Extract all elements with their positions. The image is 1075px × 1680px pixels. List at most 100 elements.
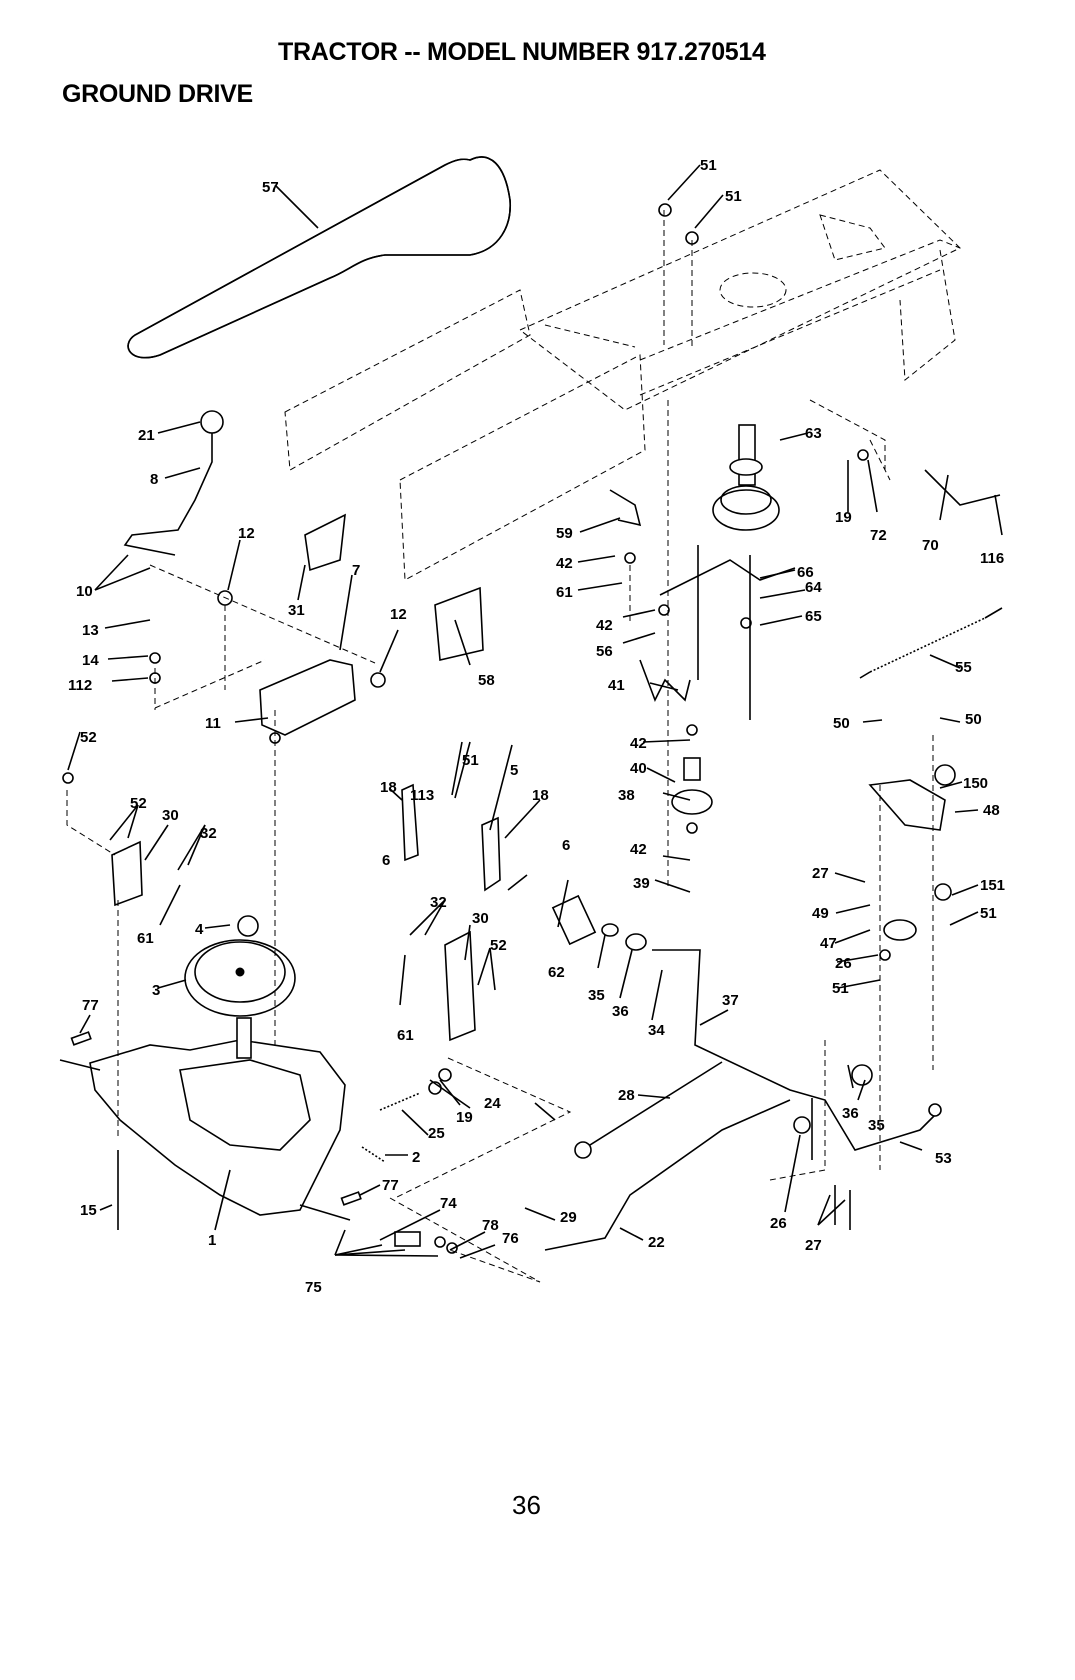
callouts: 51 51 57 21 8 12 10 31 7 12 58 13 14 112… bbox=[68, 157, 1005, 1296]
brake-rods bbox=[544, 949, 942, 1251]
callout-113: 113 bbox=[410, 787, 434, 804]
callout-58: 58 bbox=[478, 672, 495, 689]
callout-37: 37 bbox=[722, 992, 739, 1009]
callout-51: 51 bbox=[980, 905, 997, 922]
callout-52: 52 bbox=[490, 937, 507, 954]
hardware bbox=[62, 203, 1001, 1254]
callout-24: 24 bbox=[484, 1095, 501, 1112]
transaxle bbox=[59, 1017, 351, 1221]
callout-6: 6 bbox=[382, 852, 390, 869]
callout-15: 15 bbox=[80, 1202, 97, 1219]
callout-30: 30 bbox=[472, 910, 489, 927]
idler-arm bbox=[868, 779, 946, 831]
shift-lever bbox=[123, 410, 224, 556]
callout-61: 61 bbox=[556, 584, 573, 601]
callout-28: 28 bbox=[618, 1087, 635, 1104]
callout-61: 61 bbox=[137, 930, 154, 947]
leader-lines bbox=[67, 164, 1003, 1259]
callout-72: 72 bbox=[870, 527, 887, 544]
callout-42: 42 bbox=[556, 555, 573, 572]
callout-51: 51 bbox=[700, 157, 717, 174]
callout-77: 77 bbox=[82, 997, 99, 1014]
section-title: GROUND DRIVE bbox=[62, 80, 253, 108]
callout-66: 66 bbox=[797, 564, 814, 581]
callout-25: 25 bbox=[428, 1125, 445, 1142]
callout-26: 26 bbox=[835, 955, 852, 972]
callout-40: 40 bbox=[630, 760, 647, 777]
callout-47: 47 bbox=[820, 935, 837, 952]
callout-42: 42 bbox=[630, 841, 647, 858]
callout-63: 63 bbox=[805, 425, 822, 442]
callout-5: 5 bbox=[510, 762, 518, 779]
callout-12: 12 bbox=[390, 606, 407, 623]
callout-53: 53 bbox=[935, 1150, 952, 1167]
callout-77: 77 bbox=[382, 1177, 399, 1194]
callout-116: 116 bbox=[980, 550, 1004, 567]
pulleys bbox=[184, 424, 917, 1017]
callout-55: 55 bbox=[955, 659, 972, 676]
callout-50: 50 bbox=[965, 711, 982, 728]
callout-1: 1 bbox=[208, 1232, 216, 1249]
callout-2: 2 bbox=[412, 1149, 420, 1166]
callout-29: 29 bbox=[560, 1209, 577, 1226]
callout-27: 27 bbox=[805, 1237, 822, 1254]
callout-50: 50 bbox=[833, 715, 850, 732]
callout-76: 76 bbox=[502, 1230, 519, 1247]
callout-39: 39 bbox=[633, 875, 650, 892]
callout-112: 112 bbox=[68, 677, 92, 694]
callout-22: 22 bbox=[648, 1234, 665, 1251]
callout-151: 151 bbox=[980, 877, 1005, 894]
callout-51: 51 bbox=[462, 752, 479, 769]
callout-4: 4 bbox=[195, 921, 204, 938]
callout-42: 42 bbox=[596, 617, 613, 634]
callout-65: 65 bbox=[805, 608, 822, 625]
callout-35: 35 bbox=[868, 1117, 885, 1134]
callout-13: 13 bbox=[82, 622, 99, 639]
callout-51: 51 bbox=[832, 980, 849, 997]
callout-150: 150 bbox=[963, 775, 988, 792]
callout-56: 56 bbox=[596, 643, 613, 660]
callout-41: 41 bbox=[608, 677, 625, 694]
callout-36: 36 bbox=[612, 1003, 629, 1020]
callout-52: 52 bbox=[130, 795, 147, 812]
callout-26: 26 bbox=[770, 1215, 787, 1232]
callout-49: 49 bbox=[812, 905, 829, 922]
callout-48: 48 bbox=[983, 802, 1000, 819]
callout-62: 62 bbox=[548, 964, 565, 981]
frame-outline bbox=[284, 169, 961, 581]
callout-34: 34 bbox=[648, 1022, 665, 1039]
callout-18: 18 bbox=[532, 787, 549, 804]
callout-19: 19 bbox=[456, 1109, 473, 1126]
guide-lines bbox=[66, 210, 934, 1283]
callout-18: 18 bbox=[380, 779, 397, 796]
callout-30: 30 bbox=[162, 807, 179, 824]
callout-57: 57 bbox=[262, 179, 279, 196]
callout-14: 14 bbox=[82, 652, 99, 669]
callout-61: 61 bbox=[397, 1027, 414, 1044]
callout-11: 11 bbox=[205, 715, 221, 732]
callout-78: 78 bbox=[482, 1217, 499, 1234]
callout-35: 35 bbox=[588, 987, 605, 1004]
callout-52: 52 bbox=[80, 729, 97, 746]
callout-75: 75 bbox=[305, 1279, 322, 1296]
callout-7: 7 bbox=[352, 562, 360, 579]
drive-belt bbox=[127, 156, 511, 359]
callout-8: 8 bbox=[150, 471, 158, 488]
callout-27: 27 bbox=[812, 865, 829, 882]
callout-32: 32 bbox=[200, 825, 217, 842]
callout-38: 38 bbox=[618, 787, 635, 804]
callout-51: 51 bbox=[725, 188, 742, 205]
callout-36: 36 bbox=[842, 1105, 859, 1122]
page-number: 36 bbox=[512, 1490, 541, 1520]
brackets bbox=[111, 513, 501, 1042]
callout-70: 70 bbox=[922, 537, 939, 554]
callout-42: 42 bbox=[630, 735, 647, 752]
callout-74: 74 bbox=[440, 1195, 457, 1212]
springs bbox=[361, 607, 1003, 1163]
callout-59: 59 bbox=[556, 525, 573, 542]
callout-31: 31 bbox=[288, 602, 305, 619]
callout-10: 10 bbox=[76, 583, 93, 600]
callout-21: 21 bbox=[138, 427, 155, 444]
page-title: TRACTOR -- MODEL NUMBER 917.270514 bbox=[278, 38, 766, 66]
